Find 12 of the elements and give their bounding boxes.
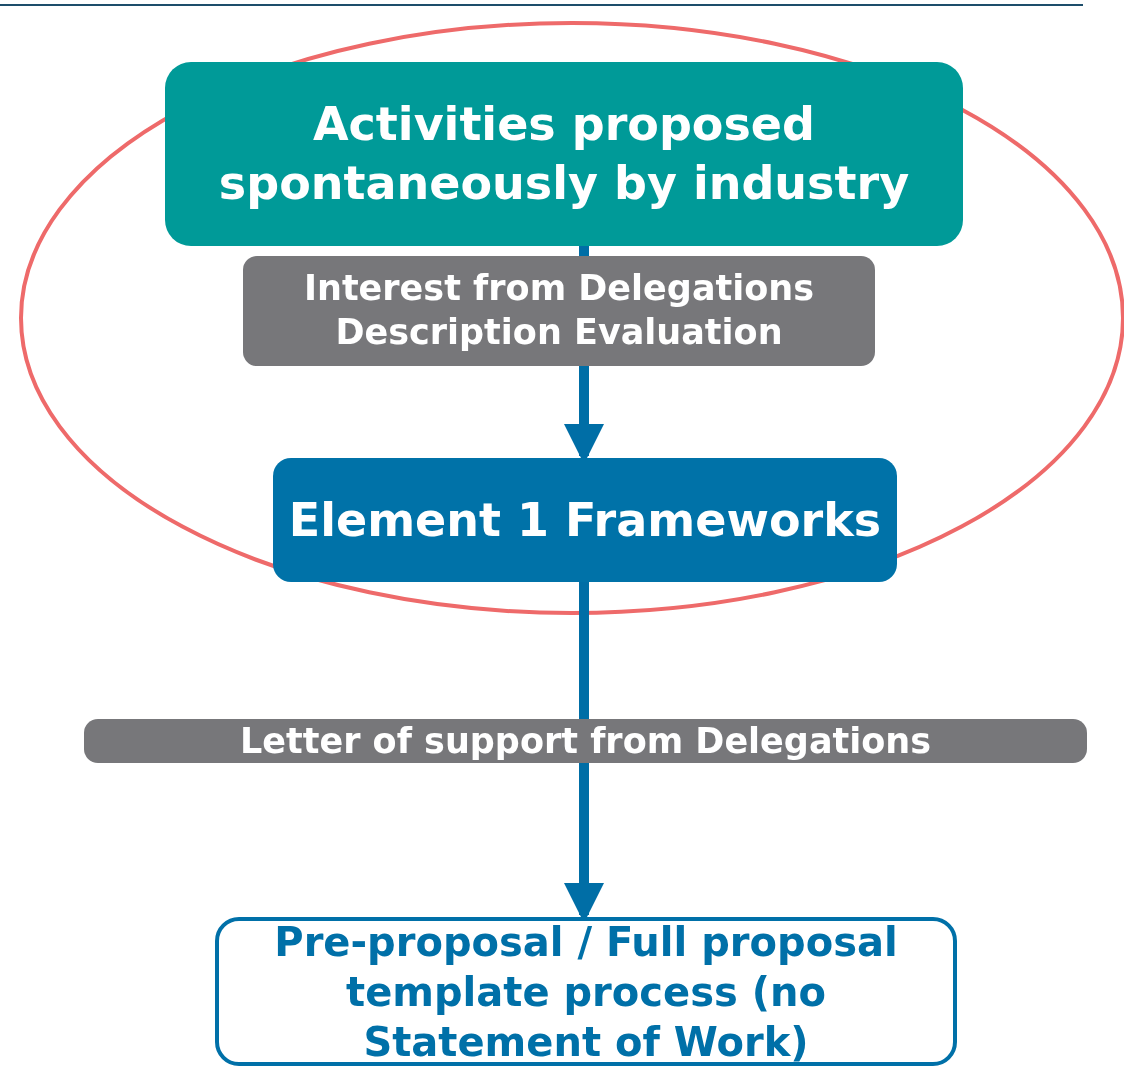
box-text: Pre-proposal / Full proposal template process (no Statement of Work) [273, 917, 899, 1067]
box-text: Interest from Delegations Description Evaluation [302, 267, 816, 354]
box-text: Element 1 Frameworks [288, 491, 882, 549]
connector-line [579, 246, 589, 256]
outcome-box [215, 917, 957, 1066]
process-box [243, 256, 875, 366]
process-box [165, 62, 963, 246]
box-text: Activities proposed spontaneously by industry [217, 96, 911, 212]
box-text: Letter of support from Delegations [239, 720, 932, 762]
connector-line [579, 582, 589, 719]
process-box [273, 458, 897, 582]
label-bar [84, 719, 1087, 763]
